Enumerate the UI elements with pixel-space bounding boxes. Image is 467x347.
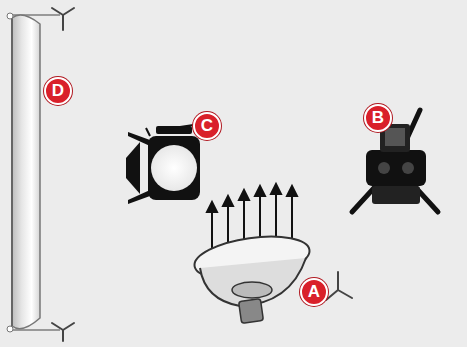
- callout-letter: A: [300, 278, 328, 306]
- callout-letter: B: [364, 104, 392, 132]
- fill-light: [192, 184, 352, 323]
- key-light: [126, 124, 202, 204]
- callout-letter: C: [193, 112, 221, 140]
- camera: [352, 110, 438, 212]
- backdrop: [7, 8, 74, 341]
- callout-letter: D: [44, 77, 72, 105]
